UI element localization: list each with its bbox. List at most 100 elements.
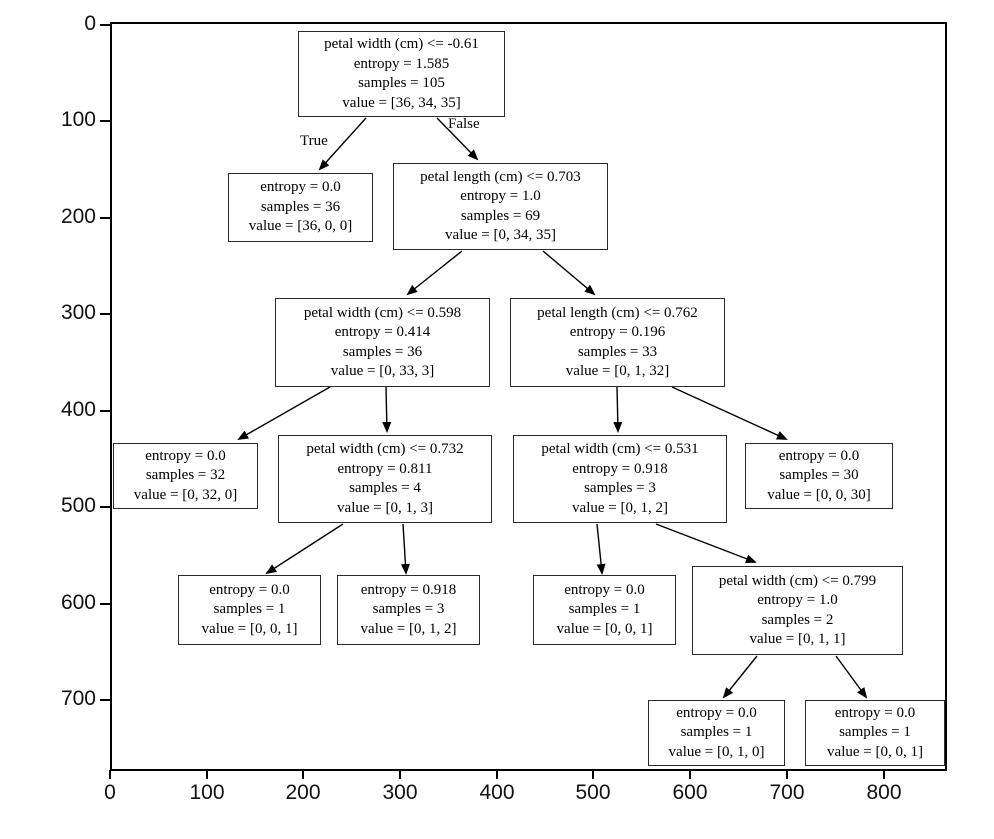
node-samples: samples = 3 [372, 601, 445, 618]
y-tick [100, 24, 110, 26]
node-samples: samples = 36 [260, 198, 341, 215]
edge-l3right-l4-3 [613, 386, 623, 433]
tree-node-l5-3: entropy = 0.0 samples = 1 value = [0, 0,… [533, 575, 676, 645]
x-tick-label: 700 [769, 781, 805, 804]
node-condition: petal length (cm) <= 0.703 [420, 168, 581, 185]
tree-node-l3-left: petal width (cm) <= 0.598 entropy = 0.41… [275, 298, 490, 387]
node-samples: samples = 105 [358, 75, 445, 91]
edge-l4-3-l5-4 [655, 523, 757, 563]
edge-l2right-l3left [406, 250, 463, 296]
node-value: value = [36, 34, 35] [342, 94, 461, 111]
edge-l3left-l4-2 [382, 386, 392, 433]
tree-node-l2-left: entropy = 0.0 samples = 36 value = [36, … [228, 173, 373, 242]
y-tick-label: 300 [60, 301, 96, 324]
node-value: value = [0, 0, 1] [556, 620, 653, 637]
y-tick-label: 600 [60, 591, 96, 614]
x-tick [302, 770, 304, 779]
node-value: value = [0, 0, 1] [827, 743, 923, 760]
node-entropy: entropy = 0.0 [778, 447, 860, 464]
tree-node-l2-right: petal length (cm) <= 0.703 entropy = 1.0… [393, 163, 608, 250]
x-tick [883, 770, 885, 779]
node-condition: petal width (cm) <= -0.61 [324, 36, 479, 52]
node-samples: samples = 3 [584, 480, 656, 496]
node-value: value = [0, 1, 2] [360, 620, 457, 637]
x-tick-label: 100 [189, 781, 225, 804]
edge-l5-4-l6-2 [835, 655, 868, 699]
y-tick [100, 313, 110, 315]
node-value: value = [36, 0, 0] [248, 218, 353, 235]
edge-root-l2-right [436, 117, 479, 161]
x-tick [786, 770, 788, 779]
node-entropy: entropy = 0.0 [676, 704, 757, 721]
edge-l4-2-l5-2 [400, 523, 410, 575]
tree-node-l3-right: petal length (cm) <= 0.762 entropy = 0.1… [510, 298, 725, 387]
tree-node-root: petal width (cm) <= -0.61 entropy = 1.58… [298, 31, 505, 117]
node-entropy: entropy = 0.196 [569, 324, 666, 340]
tree-node-l4-1: entropy = 0.0 samples = 32 value = [0, 3… [113, 443, 258, 509]
node-samples: samples = 32 [145, 467, 226, 484]
node-samples: samples = 36 [342, 343, 423, 360]
branch-label-true: True [300, 133, 328, 149]
y-tick-label: 100 [60, 108, 96, 131]
node-value: value = [0, 33, 3] [330, 363, 435, 379]
tree-node-l4-2: petal width (cm) <= 0.732 entropy = 0.81… [278, 435, 492, 523]
x-tick-label: 800 [866, 781, 902, 804]
y-tick [100, 410, 110, 412]
node-samples: samples = 33 [577, 343, 658, 360]
x-tick-label: 200 [285, 781, 321, 804]
node-value: value = [0, 1, 3] [337, 499, 433, 516]
tree-node-l4-4: entropy = 0.0 samples = 30 value = [0, 0… [745, 443, 893, 509]
node-samples: samples = 4 [349, 480, 421, 496]
x-tick [206, 770, 208, 779]
node-value: value = [0, 1, 2] [572, 499, 668, 516]
node-entropy: entropy = 0.0 [145, 447, 226, 464]
node-entropy: entropy = 0.0 [260, 179, 341, 196]
edge-l4-2-l5-1 [265, 523, 344, 575]
node-condition: petal width (cm) <= 0.598 [303, 304, 462, 321]
y-tick-label: 200 [60, 205, 96, 228]
y-tick [100, 699, 110, 701]
node-entropy: entropy = 1.0 [460, 188, 541, 204]
node-entropy: entropy = 1.585 [353, 55, 450, 72]
edge-l5-4-l6-1 [722, 655, 758, 699]
node-samples: samples = 2 [761, 611, 834, 628]
y-tick [100, 603, 110, 605]
edge-l2right-l3right [542, 250, 596, 296]
x-tick [592, 770, 594, 779]
x-tick-label: 500 [575, 781, 611, 804]
node-condition: petal width (cm) <= 0.732 [306, 441, 464, 457]
node-samples: samples = 1 [839, 724, 911, 741]
x-tick [399, 770, 401, 779]
node-entropy: entropy = 0.0 [564, 581, 645, 598]
tree-node-l4-3: petal width (cm) <= 0.531 entropy = 0.91… [513, 435, 727, 523]
node-entropy: entropy = 0.0 [209, 581, 290, 598]
y-tick-label: 700 [60, 687, 96, 710]
node-entropy: entropy = 0.918 [360, 581, 457, 598]
node-condition: petal width (cm) <= 0.799 [718, 572, 877, 589]
node-samples: samples = 1 [680, 724, 753, 741]
node-entropy: entropy = 0.0 [834, 704, 916, 721]
y-tick [100, 506, 110, 508]
node-entropy: entropy = 0.811 [337, 460, 433, 477]
x-tick-label: 0 [104, 781, 116, 804]
branch-label-false: False [448, 116, 480, 132]
y-tick-label: 400 [60, 398, 96, 421]
edge-l3left-l4-1 [237, 386, 331, 440]
node-samples: samples = 69 [460, 207, 541, 224]
node-value: value = [0, 34, 35] [445, 227, 556, 243]
x-tick [109, 770, 111, 779]
node-samples: samples = 30 [779, 467, 859, 484]
x-tick [689, 770, 691, 779]
y-tick-label: 0 [84, 12, 96, 35]
tree-node-l6-2: entropy = 0.0 samples = 1 value = [0, 0,… [805, 700, 945, 766]
node-samples: samples = 1 [568, 601, 641, 618]
x-tick-label: 400 [479, 781, 515, 804]
node-value: value = [0, 0, 1] [201, 620, 298, 637]
x-tick-label: 600 [672, 781, 708, 804]
y-tick [100, 120, 110, 122]
node-condition: petal width (cm) <= 0.531 [541, 441, 699, 457]
tree-node-l5-4: petal width (cm) <= 0.799 entropy = 1.0 … [692, 566, 903, 655]
tree-node-l6-1: entropy = 0.0 samples = 1 value = [0, 1,… [648, 700, 785, 766]
node-value: value = [0, 0, 30] [767, 486, 871, 503]
